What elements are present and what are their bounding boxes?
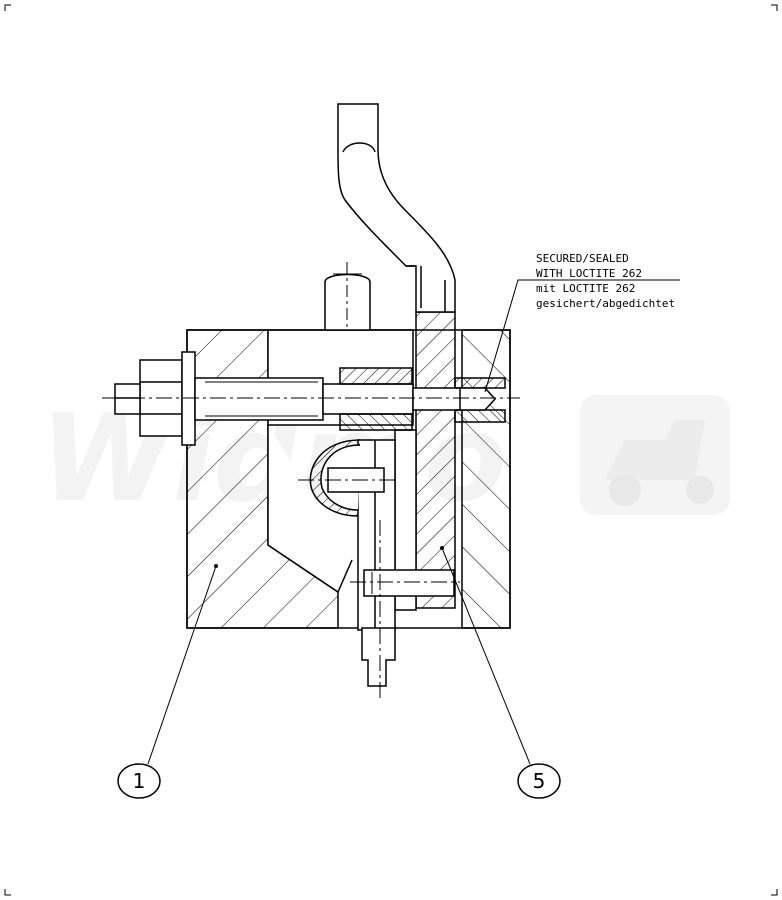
note-leader bbox=[484, 279, 680, 393]
lower-pin bbox=[363, 569, 455, 597]
hex-bolt bbox=[114, 351, 464, 446]
lever-part bbox=[337, 103, 456, 609]
balloon-label: 5 bbox=[533, 769, 546, 793]
spacer-blocks bbox=[339, 367, 506, 431]
note-line-1: SECURED/SEALED bbox=[536, 252, 629, 265]
assembly-section bbox=[102, 103, 680, 765]
note-line-3: mit LOCTITE 262 bbox=[536, 282, 635, 295]
corner-marks bbox=[4, 4, 778, 896]
top-pin bbox=[324, 262, 371, 331]
note-line-4: gesichert/abgedichtet bbox=[536, 297, 675, 310]
center-lines bbox=[102, 397, 520, 700]
balloon-part-5: 5 bbox=[517, 763, 561, 799]
loctite-note: SECURED/SEALED WITH LOCTITE 262 mit LOCT… bbox=[536, 252, 675, 310]
right-housing bbox=[461, 329, 511, 629]
balloon-leaders bbox=[147, 546, 531, 765]
tractor-logo-icon bbox=[580, 395, 730, 515]
balloon-label: 1 bbox=[133, 769, 146, 793]
balloon-part-1: 1 bbox=[117, 763, 161, 799]
note-line-2: WITH LOCTITE 262 bbox=[536, 267, 642, 280]
